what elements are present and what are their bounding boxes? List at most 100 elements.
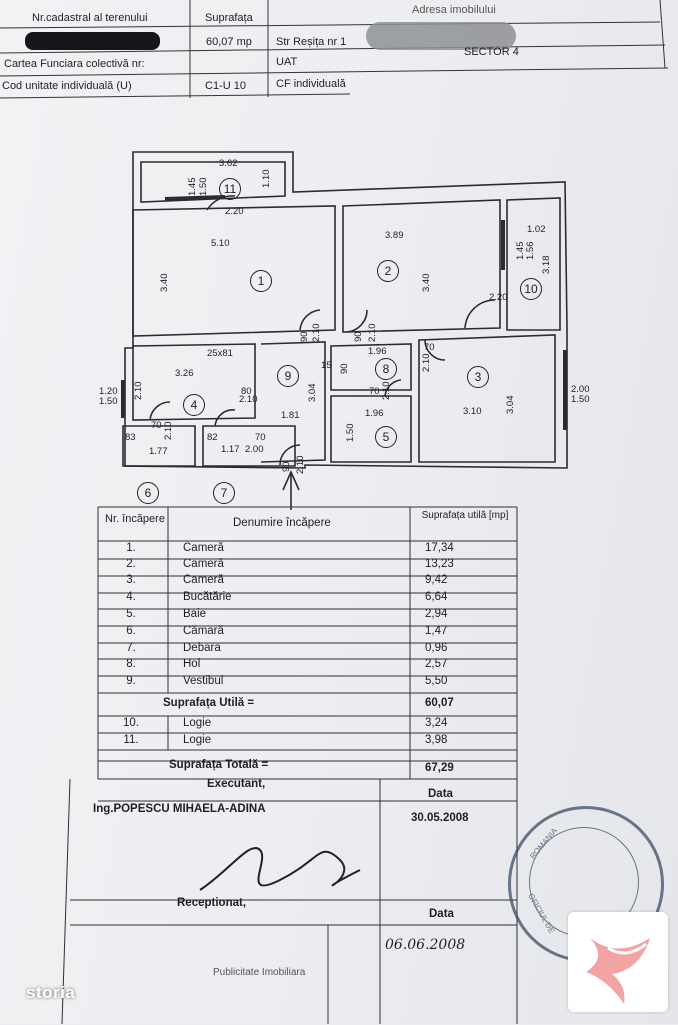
dim-80: 80 [241,386,252,397]
room-3-label: 3 [467,366,489,388]
header-carte: Cartea Funciara colectivă nr: [4,58,145,70]
dim-210f: 2.10 [133,381,144,401]
dim-196a: 1.96 [368,346,387,357]
room-5-label: 5 [375,426,397,448]
dim-220b: 2.20 [489,292,508,303]
header-col3-title: Adresa imobilului [412,4,496,16]
dim-210e: 2.10 [381,381,392,401]
dim-117: 1.17 [221,444,240,455]
dim-82: 82 [207,432,218,443]
dim-362: 3.62 [219,158,238,169]
executant-label: Executant, [207,778,266,790]
dim-25x81: 25x81 [207,348,233,359]
dim-200b: 2.00 [245,444,264,455]
dim-220a: 2.20 [225,206,244,217]
table-header-area: Suprafața utilă [mp] [421,510,509,521]
dim-15: 15 [321,360,332,371]
room-6-label: 6 [137,482,159,504]
room-1-label: 1 [250,270,272,292]
redacted-cadastral-number [25,32,160,50]
total-area-label: Suprafața Totală = [169,759,269,771]
floor-plan: 3.62 1.45 1.50 1.10 2.20 5.10 3.40 3.89 … [95,150,590,510]
dim-90b: 90 [353,331,364,342]
room-4-label: 4 [183,394,205,416]
room-7-label: 7 [213,482,235,504]
dim-70a: 70 [424,342,435,353]
dim-70c: 70 [151,420,162,431]
dim-156: 1.56 [525,241,536,261]
table-header-name: Denumire încăpere [233,517,331,529]
header-grid [0,0,669,99]
dim-145: 1.45 [187,177,198,197]
dim-210b: 2.10 [367,323,378,343]
storia-logo [568,912,668,1012]
util-area-label: Suprafața Utilă = [163,697,255,709]
room-8-label: 8 [375,358,397,380]
dim-90c: 90 [339,363,350,374]
dim-70b: 70 [369,386,380,397]
dim-120: 1.20 [99,386,118,397]
header-area: 60,07 mp [206,36,252,48]
watermark-text: storia [26,983,76,1002]
header-cod-value: C1-U 10 [205,80,246,92]
total-area-value: 67,29 [425,762,454,774]
header-sector: SECTOR 4 [464,46,519,58]
room-9-label: 9 [277,365,299,387]
data-label-1: Data [428,788,453,800]
dim-310: 3.10 [463,406,482,417]
dim-510: 5.10 [211,238,230,249]
dim-150b: 1.50 [99,396,118,407]
header-cod: Cod unitate individuală (U) [2,80,132,92]
dim-90a: 90 [299,331,310,342]
dim-304b: 3.04 [505,395,516,415]
dim-318: 3.18 [541,255,552,275]
dim-340a: 3.40 [159,273,170,293]
dim-210a: 2.10 [311,323,322,343]
data-label-2: Data [429,908,454,920]
date-2: 06.06.2008 [385,937,466,953]
dim-210d: 2.10 [239,394,258,405]
header-uat: UAT [276,56,298,68]
dim-150: 1.50 [198,177,209,197]
dim-389: 3.89 [385,230,404,241]
dim-83: 83 [125,432,136,443]
floor-plan-walls [121,151,568,510]
dim-196b: 1.96 [365,408,384,419]
dim-150c: 1.50 [571,394,590,405]
dim-70d: 70 [255,432,266,443]
receptionat-label: Receptionat, [177,897,247,909]
dim-210g: 2.10 [163,421,174,441]
header-cf: CF individuală [276,78,346,90]
header-col1-title: Nr.cadastral al terenului [32,12,148,24]
dim-304a: 3.04 [307,383,318,403]
room-10-label: 10 [520,278,542,300]
date-1: 30.05.2008 [411,812,469,824]
dim-102: 1.02 [527,224,546,235]
dim-210h: 2.10 [295,455,306,475]
dim-177: 1.77 [149,446,168,457]
rooms-table-grid [61,506,518,1025]
dim-90d: 90 [281,461,292,472]
dim-150d: 1.50 [345,423,356,443]
bottom-stamp-text: Publicitate Imobiliara [213,967,306,978]
signature [199,847,361,891]
header-col2-title: Suprafața [205,12,253,24]
dim-200: 2.00 [571,384,590,395]
table-header-nr: Nr. încăpere [105,513,165,525]
header-street: Str Reșița nr 1 [276,36,347,48]
util-area-value: 60,07 [425,697,454,709]
header-table: Nr.cadastral al terenului Suprafața Adre… [0,0,678,100]
dim-326: 3.26 [175,368,194,379]
dim-181: 1.81 [281,410,300,421]
